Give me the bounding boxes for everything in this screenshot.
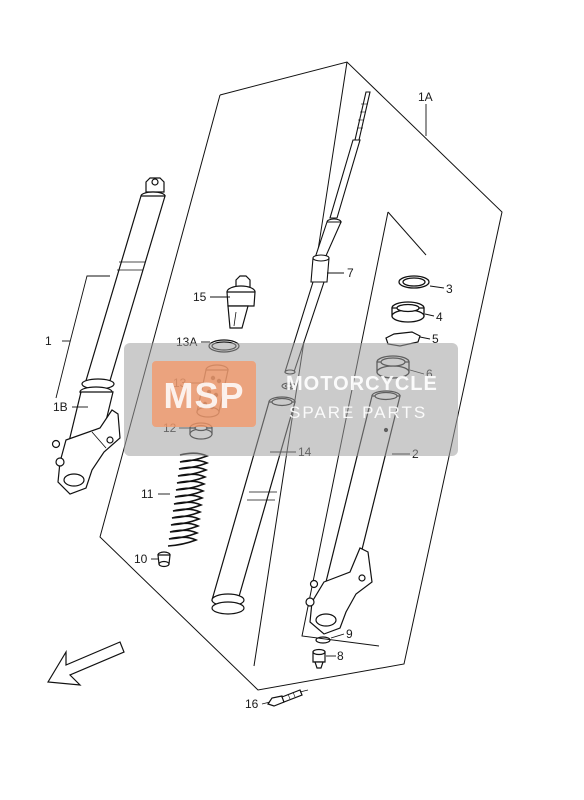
drain-bolt [312, 648, 326, 669]
callout-3: 3 [446, 282, 453, 296]
watermark-logo: MSP [152, 361, 256, 427]
watermark-line2: SPARE PARTS [289, 403, 428, 422]
dust-seal [398, 275, 430, 289]
stopper-ring [391, 301, 425, 323]
watermark-logo-text: MSP [163, 375, 245, 416]
front-direction-arrow [46, 641, 125, 686]
oil-lock-piece [157, 551, 171, 568]
callout-15: 15 [193, 290, 207, 304]
damper-rod-bolt [267, 689, 303, 707]
callout-4: 4 [436, 310, 443, 324]
fork-assembly-left [51, 177, 166, 495]
watermark-banner: MSP MOTORCYCLE SPARE PARTS [124, 343, 458, 456]
fork-cap-bolt [226, 275, 256, 329]
callout-5: 5 [432, 332, 439, 346]
gasket [315, 636, 331, 644]
callout-1a: 1A [418, 90, 433, 104]
callout-9: 9 [346, 627, 353, 641]
callout-1: 1 [45, 334, 52, 348]
callout-10: 10 [134, 552, 148, 566]
callout-16: 16 [245, 697, 259, 711]
watermark-line1: MOTORCYCLE [286, 373, 438, 395]
fork-spring [167, 452, 210, 547]
damper-rod [284, 91, 371, 375]
callout-7: 7 [347, 266, 354, 280]
callout-1b: 1B [53, 400, 68, 414]
callout-11: 11 [141, 487, 154, 501]
callout-8: 8 [337, 649, 344, 663]
